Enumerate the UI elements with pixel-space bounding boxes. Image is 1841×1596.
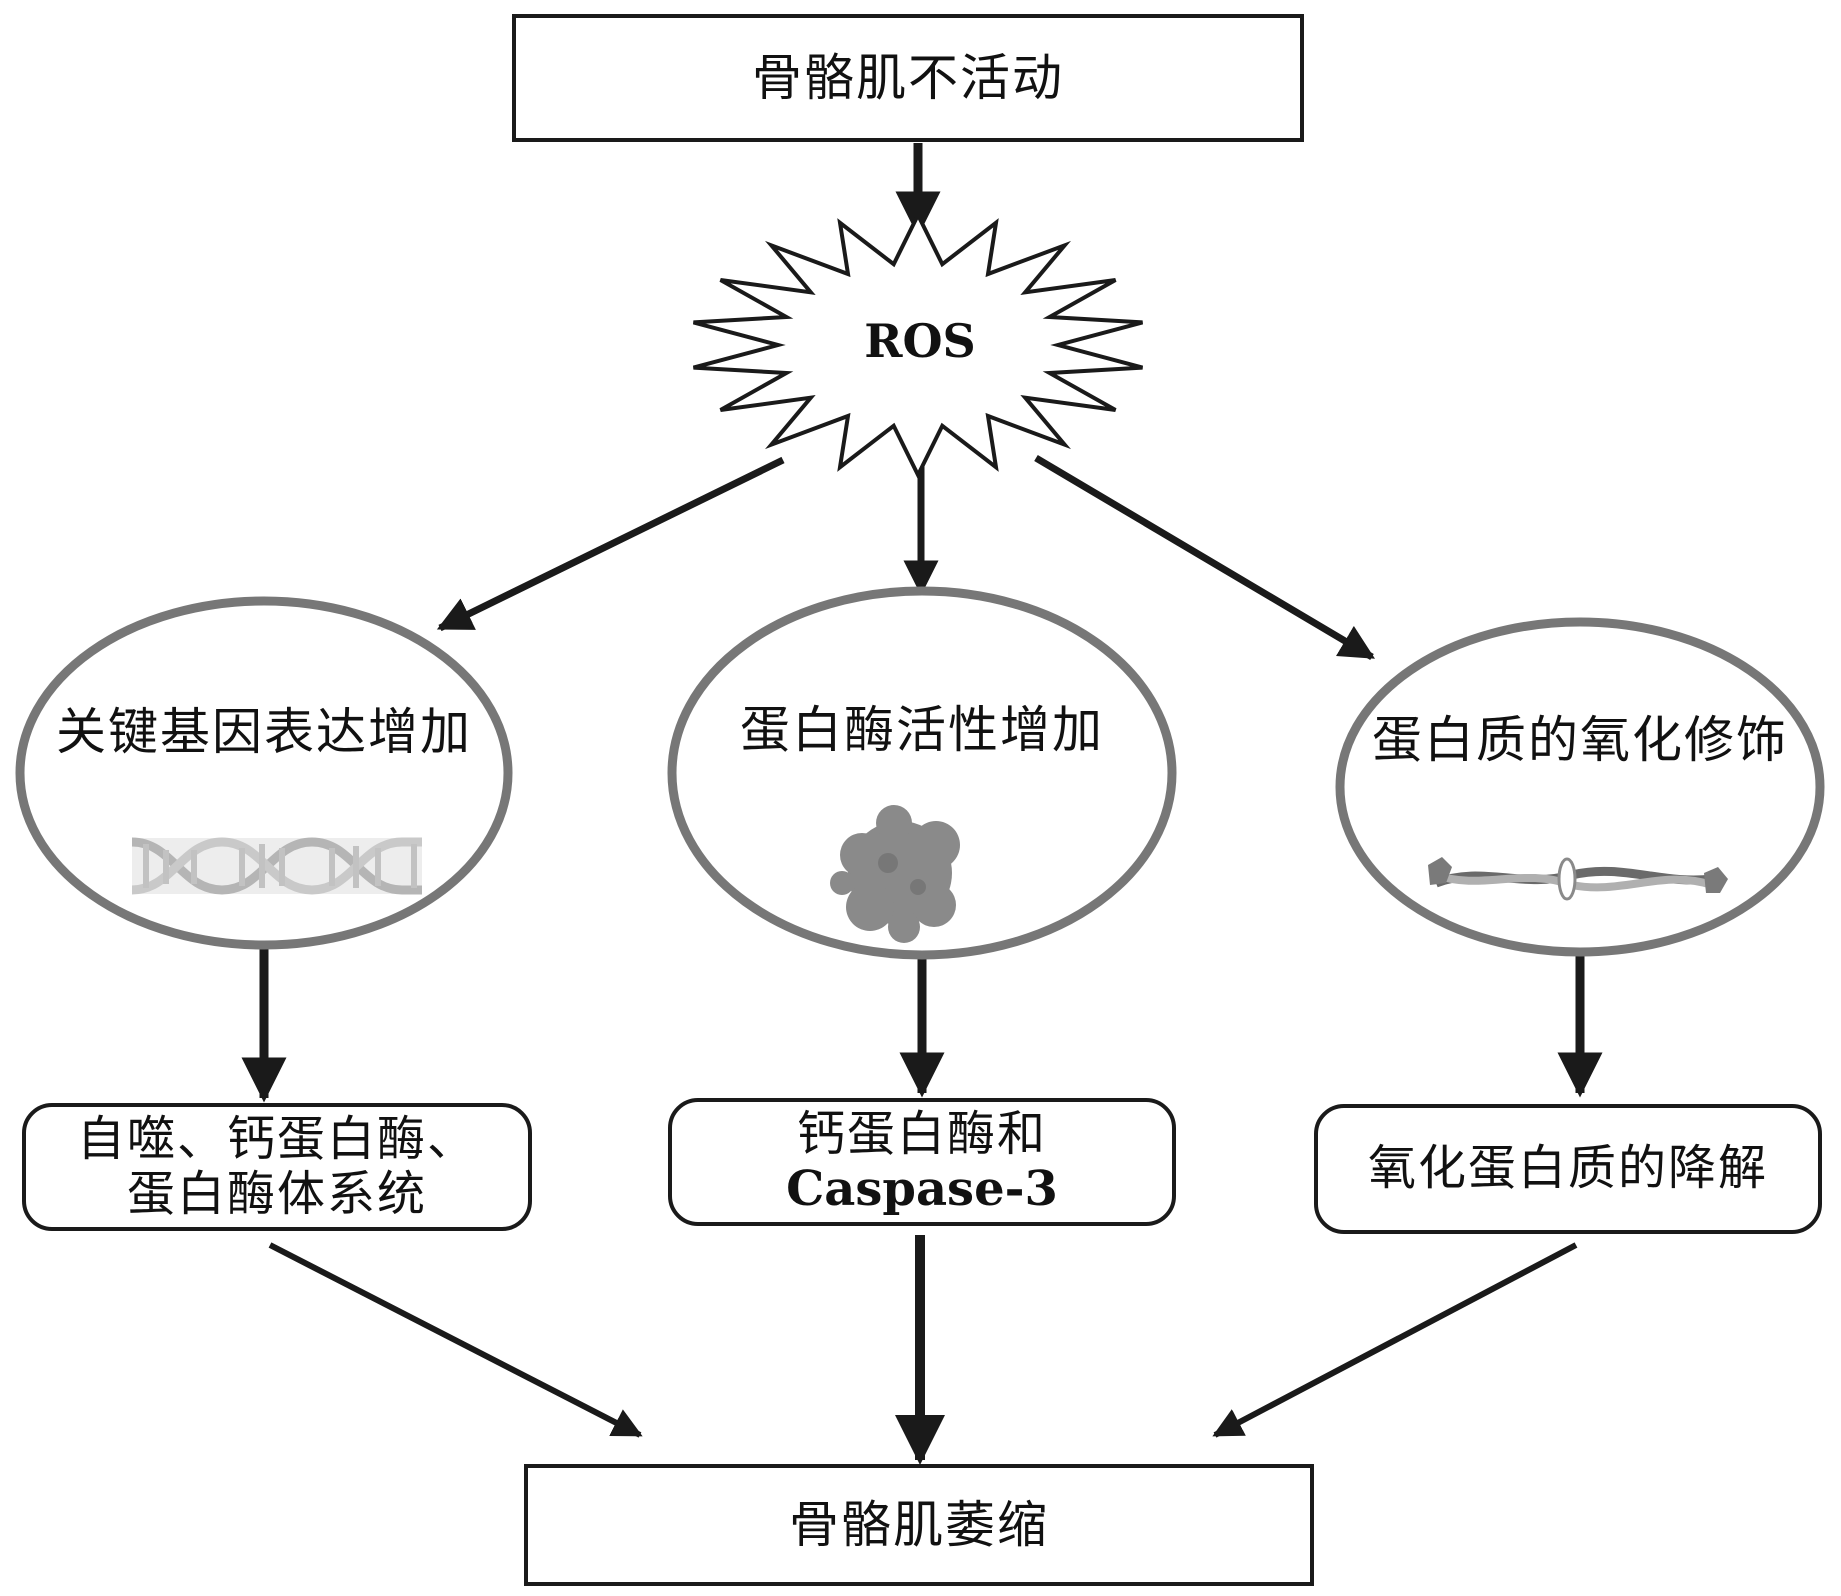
ellipse-protein-oxidation (1335, 617, 1825, 957)
protease-activity-label: 蛋白酶活性增加 (740, 701, 1104, 759)
dna-double-helix-icon (131, 837, 422, 895)
system-node-autophagy: 自噬、钙蛋白酶、 蛋白酶体系统 (22, 1103, 532, 1231)
gene-expression-label: 关键基因表达增加 (56, 703, 472, 761)
arrow-ros-to-gene (436, 456, 785, 632)
ellipse-protease-activity (667, 586, 1177, 960)
system-node-calpain-caspase-line2: Caspase-3 (786, 1161, 1058, 1217)
arrow-ros-to-oxidation (1034, 454, 1376, 661)
system-node-autophagy-line2: 蛋白酶体系统 (126, 1166, 427, 1222)
ros-starburst-shape (692, 210, 1144, 480)
system-node-calpain-caspase: 钙蛋白酶和 Caspase-3 (668, 1098, 1176, 1226)
oxidized-protein-strand-icon (1428, 857, 1728, 901)
arrow-left-to-atrophy (268, 1242, 643, 1438)
arrow-right-to-atrophy (1212, 1242, 1578, 1438)
system-node-calpain-caspase-line1: 钙蛋白酶和 (796, 1105, 1047, 1162)
ros-label: ROS (864, 314, 976, 368)
system-node-autophagy-line1: 自噬、钙蛋白酶、 (76, 1110, 477, 1167)
system-node-oxidized-degradation-line1: 氧化蛋白质的降解 (1367, 1140, 1768, 1197)
system-node-oxidized-degradation: 氧化蛋白质的降解 (1314, 1104, 1822, 1234)
node-muscle-atrophy-label: 骨骼肌萎缩 (789, 1495, 1049, 1554)
node-muscle-inactivity: 骨骼肌不活动 (512, 14, 1304, 142)
protein-oxidation-label: 蛋白质的氧化修饰 (1372, 711, 1788, 769)
node-muscle-inactivity-label: 骨骼肌不活动 (752, 48, 1064, 107)
protein-cluster-icon (830, 805, 960, 943)
node-muscle-atrophy: 骨骼肌萎缩 (524, 1464, 1314, 1586)
